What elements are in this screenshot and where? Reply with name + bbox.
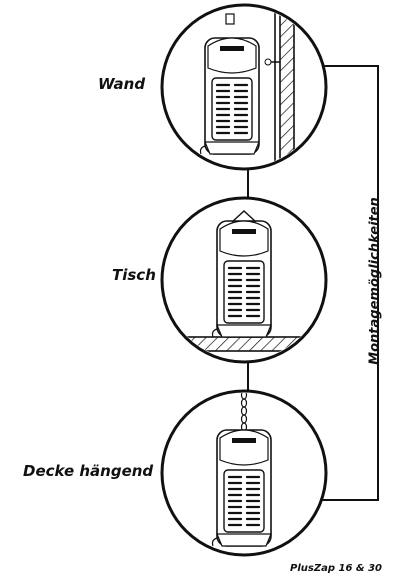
table-option-label: Tisch <box>112 266 156 284</box>
mounting-options-label: Montagemöglichkeiten <box>367 197 383 365</box>
model-label: PlusZap 16 & 30 <box>290 563 382 574</box>
wall-mount-illustration <box>160 3 328 171</box>
connector-line <box>294 65 379 501</box>
ceiling-mount-illustration <box>160 389 328 557</box>
wall-option-label: Wand <box>98 75 146 93</box>
table-mount-illustration <box>160 196 328 364</box>
ceiling-option-label: Decke hängend <box>23 462 154 480</box>
